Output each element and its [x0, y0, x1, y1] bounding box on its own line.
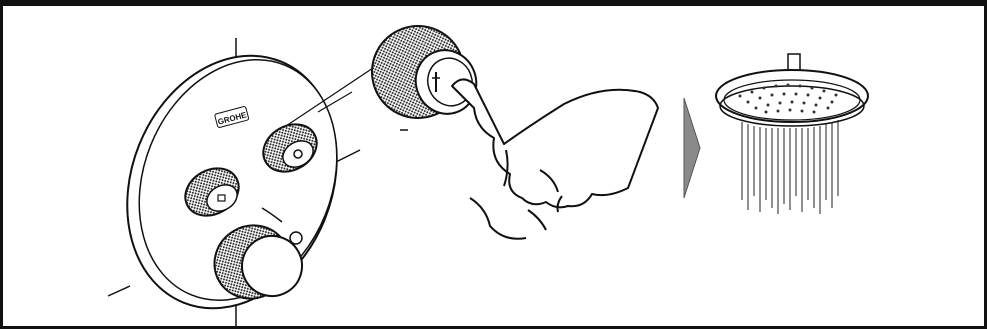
step-arrow-icon: [684, 98, 700, 198]
detached-push-button: [359, 13, 485, 131]
overhead-rain-shower-icon: [716, 54, 868, 214]
water-streams: [742, 120, 838, 214]
hand-illustration: [452, 79, 658, 238]
